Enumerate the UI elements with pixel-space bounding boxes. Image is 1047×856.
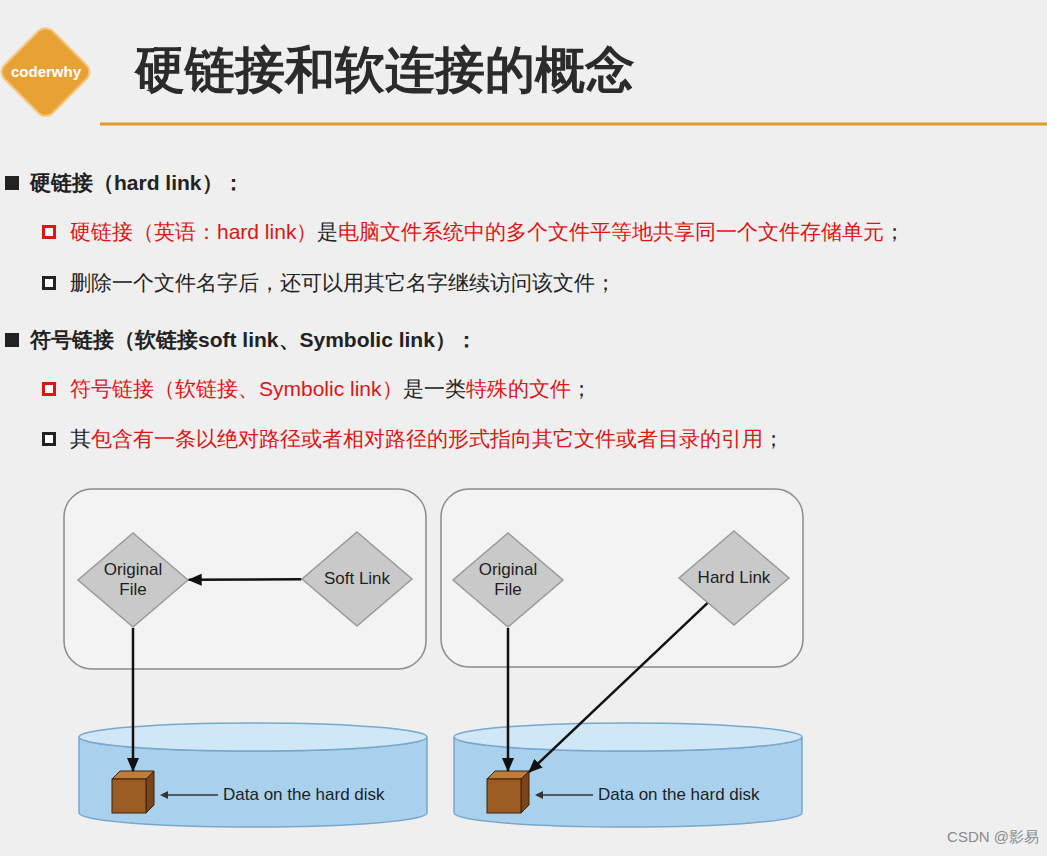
node-label: Soft Link — [324, 569, 390, 589]
sub-bullet-square — [42, 276, 56, 290]
cylinder-top — [79, 723, 427, 751]
bullet-text: 符号链接（软链接、Symbolic link） — [70, 377, 403, 400]
sub-bullet-square — [42, 382, 56, 396]
leader-line — [537, 794, 593, 796]
data-block-outline — [487, 771, 529, 813]
bullet-text: ； — [884, 220, 905, 243]
node-label: Original File — [463, 560, 553, 600]
file-diamond: Original File — [77, 532, 189, 628]
title-rule — [100, 123, 1047, 126]
disk-cylinder: Data on the hard disk — [78, 723, 428, 827]
disk-label: Data on the hard disk — [598, 785, 760, 805]
bullet-text: 硬链接（hard link）： — [30, 171, 244, 194]
file-diamond: Original File — [452, 532, 564, 628]
bullet-text: 是 — [317, 220, 338, 243]
cube-side — [146, 771, 154, 813]
text-holder: Soft Link — [301, 531, 413, 627]
bullet-text: 包含有一条以绝对路径或者相对路径的形式指向其它文件或者目录的引用 — [91, 427, 763, 450]
data-block — [112, 771, 154, 813]
text-holder: Original File — [452, 532, 564, 628]
bullet-text: ； — [763, 427, 784, 450]
bullet-text: 特殊的文件 — [466, 377, 571, 400]
bullet-text: ； — [571, 377, 592, 400]
node-label: Hard Link — [698, 568, 771, 588]
bullet-line: 删除一个文件名字后，还可以用其它名字继续访问该文件； — [70, 269, 616, 297]
cube-side — [521, 771, 529, 813]
disk-cylinder: Data on the hard disk — [453, 723, 803, 827]
text-holder: Original File — [77, 532, 189, 628]
bullet-text: 是一类 — [403, 377, 466, 400]
data-block-outline — [112, 771, 154, 813]
cube-front — [112, 779, 146, 813]
cube-front — [487, 779, 521, 813]
disk-label: Data on the hard disk — [223, 785, 385, 805]
group-outline — [64, 489, 426, 669]
bullet-text: 删除一个文件名字后，还可以用其它名字继续访问该文件； — [70, 271, 616, 294]
file-diamond: Hard Link — [678, 530, 790, 626]
group-box: Original File Hard Link — [440, 488, 804, 668]
text-holder: Hard Link — [678, 530, 790, 626]
diamond-shape — [78, 533, 188, 627]
leader-arrow — [160, 791, 168, 799]
group-box: Original File Soft Link — [63, 488, 427, 670]
bullet-square — [5, 333, 19, 347]
bullet-square — [5, 176, 19, 190]
bullet-line: 符号链接（软链接、Symbolic link）是一类特殊的文件； — [70, 375, 592, 403]
bullet-line: 硬链接（hard link）： — [30, 169, 244, 197]
bullet-text: 其 — [70, 427, 91, 450]
logo-text: coderwhy — [11, 62, 81, 82]
diamond-shape — [302, 532, 412, 626]
slide-title: 硬链接和软连接的概念 — [135, 38, 635, 102]
text-holder: coderwhy — [0, 24, 110, 120]
bullet-text: 电脑文件系统中的多个文件平等地共享同一个文件存储单元 — [338, 220, 884, 243]
leader-arrow — [535, 791, 543, 799]
diamond-shape — [453, 533, 563, 627]
bullet-line: 硬链接（英语：hard link）是电脑文件系统中的多个文件平等地共享同一个文件… — [70, 218, 905, 246]
file-diamond: Soft Link — [301, 531, 413, 627]
data-block — [487, 771, 529, 813]
cylinder-top — [454, 723, 802, 751]
bullet-line: 符号链接（软链接soft link、Symbolic link）： — [30, 326, 477, 354]
bullet-text: 硬链接（英语：hard link） — [70, 220, 317, 243]
bullet-line: 其包含有一条以绝对路径或者相对路径的形式指向其它文件或者目录的引用； — [70, 425, 784, 453]
logo-shape — [0, 24, 94, 120]
bullet-text: 符号链接（软链接soft link、Symbolic link）： — [30, 328, 477, 351]
leader-line — [162, 794, 218, 796]
sub-bullet-square — [42, 432, 56, 446]
diamond-shape — [679, 531, 789, 625]
group-outline — [441, 489, 803, 667]
logo-diamond: coderwhy — [0, 24, 110, 120]
watermark: CSDN @影易 — [947, 828, 1039, 847]
sub-bullet-square — [42, 225, 56, 239]
node-label: Original File — [88, 560, 178, 600]
